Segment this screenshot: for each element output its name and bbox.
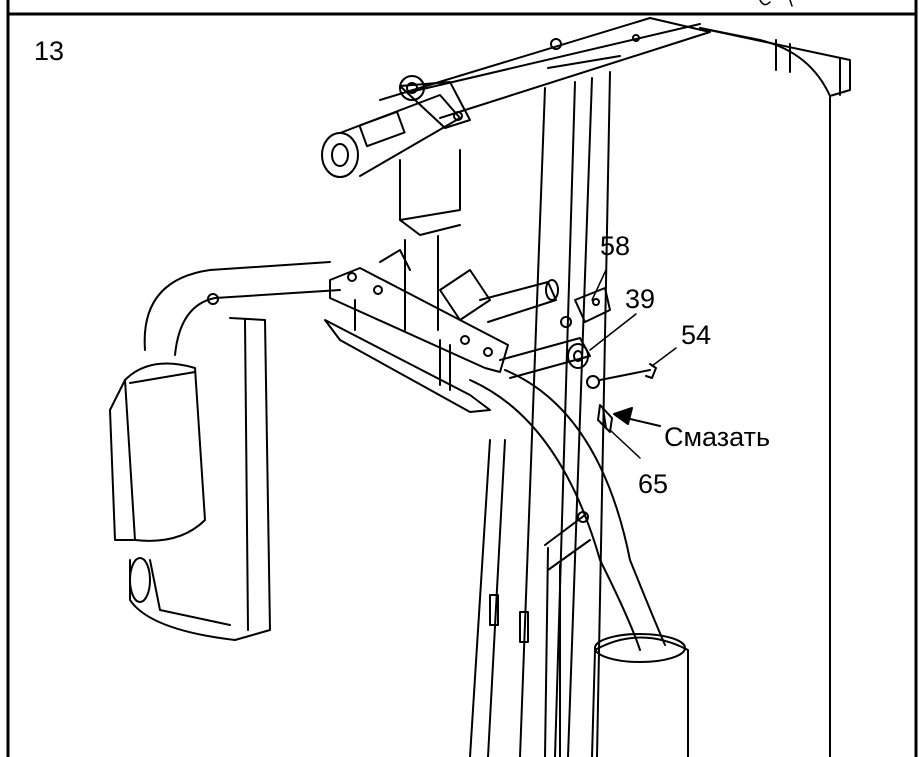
lubricate-arrow [613,407,661,427]
upright-slots [489,594,529,643]
step-number: 13 [34,36,65,66]
lever-arm-assembly [479,279,611,379]
main-frame [699,27,851,757]
right-lower-pad [591,633,689,757]
previous-step-fragment [759,0,793,7]
callout-part-58: 58 [600,231,631,261]
front-arm-tube [143,261,666,757]
callout-part-54: 54 [681,320,712,350]
upright-tubes [469,71,611,757]
callout-leaders [589,269,677,459]
callout-lubricate: Смазать [664,422,771,452]
pivot-tube [321,75,471,178]
left-handle-pad [109,317,271,641]
callout-part-39: 39 [625,284,656,314]
mounting-plate [324,249,509,413]
nut-65 [597,404,613,433]
panel-border [6,0,918,757]
top-crossbar [379,17,711,119]
callout-part-65: 65 [638,469,669,499]
guide-block [399,149,461,331]
bolt-54 [586,363,657,389]
